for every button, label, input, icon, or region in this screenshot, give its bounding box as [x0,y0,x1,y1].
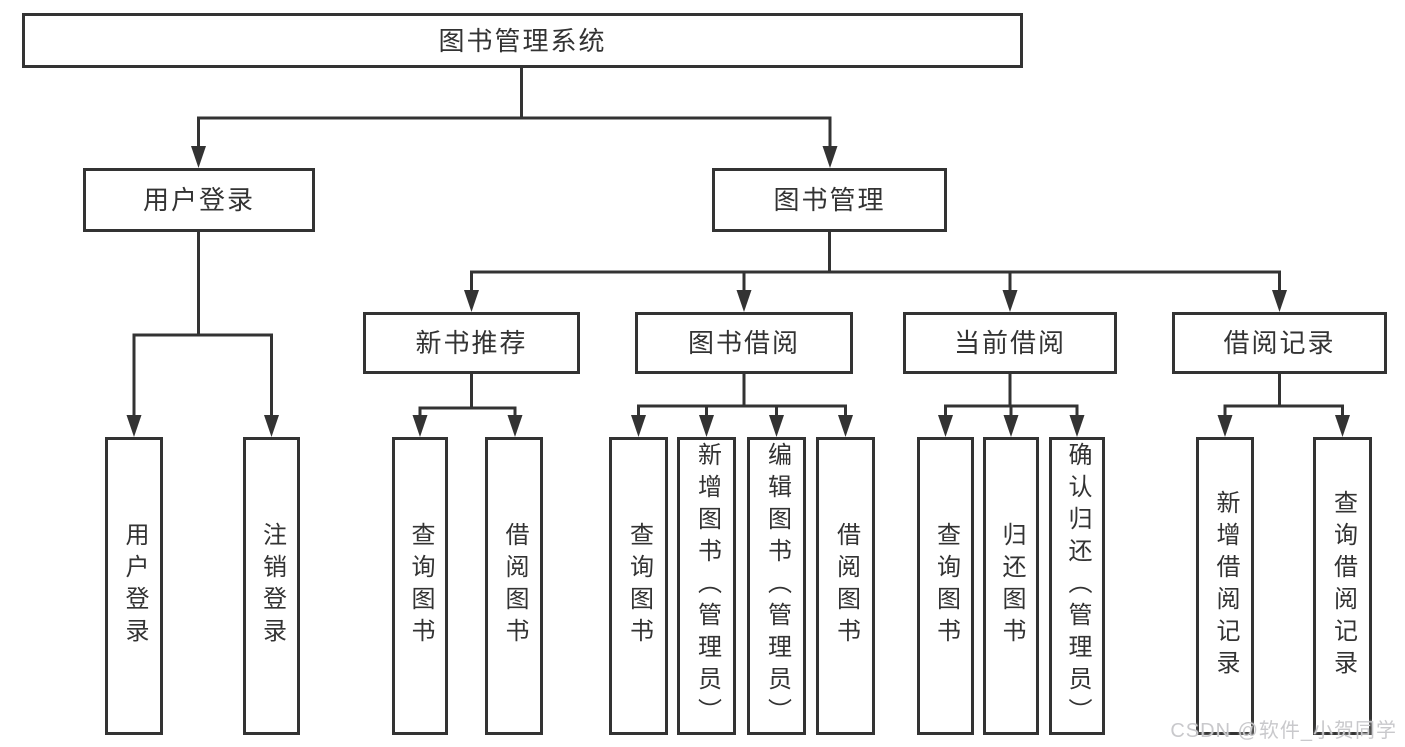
leaf-user-login-label: 用户登录 [121,522,148,650]
leaf-add-books-admin-label: 新增图书（管理员） [693,442,721,730]
node-library-system-label: 图书管理系统 [438,25,607,56]
leaf-borrow-books-recommend: 借阅图书 [485,437,543,735]
node-book-borrowing: 图书借阅 [635,312,853,374]
leaf-edit-books-admin-label: 编辑图书（管理员） [763,442,791,730]
node-new-book-recommendation-label: 新书推荐 [415,328,528,358]
leaf-return-books-label: 归还图书 [998,522,1025,650]
leaf-query-borrow-record-label: 查询借阅记录 [1329,490,1357,682]
leaf-logout-label: 注销登录 [258,522,286,650]
leaf-query-books-current-label: 查询图书 [932,522,960,650]
csdn-watermark: CSDN @软件_小贺同学 [1170,720,1397,742]
leaf-borrow-books-borrowing-label: 借阅图书 [832,522,860,650]
node-borrowing-records: 借阅记录 [1172,312,1387,374]
leaf-query-borrow-record: 查询借阅记录 [1313,437,1372,735]
node-current-borrowing: 当前借阅 [903,312,1117,374]
leaf-edit-books-admin: 编辑图书（管理员） [747,437,806,735]
leaf-confirm-return-admin-label: 确认归还（管理员） [1064,442,1091,730]
node-book-management-label: 图书管理 [773,185,886,215]
node-new-book-recommendation: 新书推荐 [363,312,580,374]
node-borrowing-records-label: 借阅记录 [1223,328,1336,358]
leaf-add-borrow-record: 新增借阅记录 [1196,437,1254,735]
leaf-add-borrow-record-label: 新增借阅记录 [1212,490,1239,682]
leaf-query-books-recommend-label: 查询图书 [407,522,434,650]
leaf-confirm-return-admin: 确认归还（管理员） [1049,437,1105,735]
leaf-query-books-borrowing-label: 查询图书 [625,522,653,650]
leaf-query-books-recommend: 查询图书 [392,437,448,735]
node-user-login: 用户登录 [83,168,315,232]
leaf-return-books: 归还图书 [983,437,1039,735]
node-book-management: 图书管理 [712,168,947,232]
leaf-query-books-borrowing: 查询图书 [609,437,668,735]
leaf-user-login: 用户登录 [105,437,163,735]
node-user-login-label: 用户登录 [142,185,255,215]
node-library-system: 图书管理系统 [22,13,1023,68]
node-book-borrowing-label: 图书借阅 [687,328,800,358]
leaf-logout: 注销登录 [243,437,300,735]
leaf-add-books-admin: 新增图书（管理员） [677,437,736,735]
leaf-borrow-books-borrowing: 借阅图书 [816,437,875,735]
node-current-borrowing-label: 当前借阅 [953,328,1066,358]
leaf-borrow-books-recommend-label: 借阅图书 [501,522,528,650]
leaf-query-books-current: 查询图书 [917,437,974,735]
